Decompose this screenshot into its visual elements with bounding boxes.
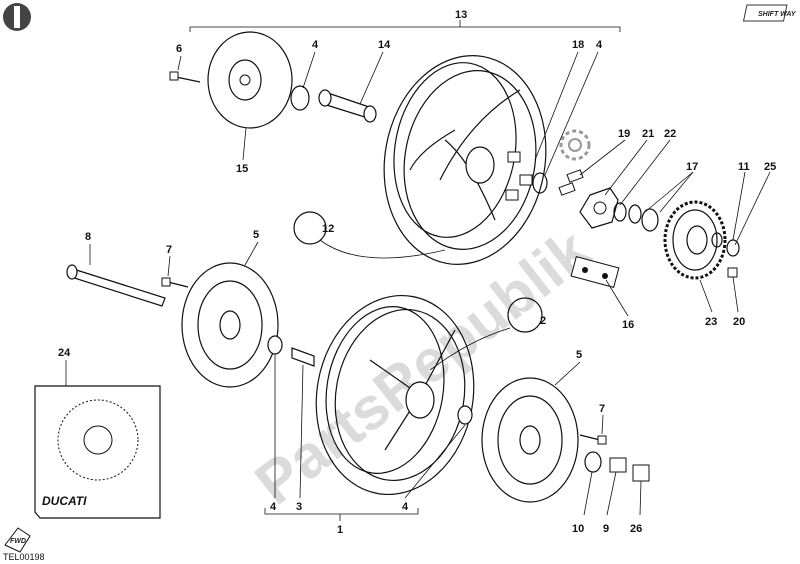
front-brake-disc-right [481, 377, 579, 503]
leader-lines [65, 51, 771, 516]
callout-13: 13 [455, 9, 467, 21]
callout-6: 6 [176, 43, 182, 55]
rear-hub-components [505, 129, 659, 232]
rear-bearing-and-spacer [290, 85, 377, 123]
callout-21: 21 [642, 128, 654, 140]
callout-14: 14 [378, 39, 391, 51]
callout-19: 19 [618, 128, 630, 140]
callout-22: 22 [664, 128, 676, 140]
callout-4-top-right: 4 [596, 39, 603, 51]
valve-detail-2 [429, 297, 543, 371]
front-bearing-right [457, 405, 473, 425]
brand-plate-text: DUCATI [42, 494, 87, 508]
callout-7-left: 7 [166, 244, 172, 256]
callout-10: 10 [572, 523, 584, 535]
fwd-arrow-icon: FWD [4, 527, 31, 553]
callout-25: 25 [764, 161, 776, 173]
front-brake-disc-left [181, 262, 279, 388]
callout-17: 17 [686, 161, 698, 173]
front-spacer-3 [291, 347, 315, 367]
callout-20: 20 [733, 316, 745, 328]
reference-code: TEL00198 [3, 552, 45, 562]
callout-1: 1 [337, 524, 343, 536]
valve-detail-12 [293, 211, 446, 259]
disc-screw-6 [169, 71, 201, 83]
disc-screw-7-right [579, 434, 607, 445]
callout-3: 3 [296, 501, 302, 513]
info-circle-icon [3, 3, 31, 31]
chain-link [570, 256, 620, 288]
front-bearing-10 [584, 451, 602, 473]
front-wheel-group-bracket [264, 508, 419, 521]
spacer-9 [609, 457, 627, 473]
front-bearing-left [267, 335, 283, 355]
callout-12: 12 [322, 223, 334, 235]
callout-24: 24 [58, 347, 71, 359]
rear-sprocket [663, 200, 740, 280]
rear-brake-disc [207, 31, 293, 129]
callout-4-bottom-right: 4 [402, 501, 409, 513]
callout-5-right: 5 [576, 349, 582, 361]
fwd-badge-text: FWD [10, 538, 26, 545]
callout-4-top-left: 4 [312, 39, 319, 51]
cog-icon [559, 129, 591, 161]
corner-badge-text: SHIFT WAY [758, 11, 797, 18]
callout-11: 11 [738, 161, 750, 173]
callout-labels: 13 6 4 14 18 4 15 19 21 22 17 11 25 12 8… [58, 9, 776, 536]
nut-26 [632, 464, 650, 482]
callout-23: 23 [705, 316, 717, 328]
callout-26: 26 [630, 523, 642, 535]
callout-8: 8 [85, 231, 91, 243]
callout-15: 15 [236, 163, 248, 175]
callout-9: 9 [603, 523, 609, 535]
ducati-plate: DUCATI [34, 385, 161, 519]
callout-18: 18 [572, 39, 584, 51]
shift-way-badge: SHIFT WAY [742, 4, 797, 22]
callout-5-left: 5 [253, 229, 259, 241]
front-axle [66, 264, 166, 307]
disc-screw-7-left [161, 277, 189, 288]
callout-4-bottom-left: 4 [270, 501, 277, 513]
callout-2: 2 [540, 315, 546, 327]
rear-wheel-group-bracket [189, 20, 621, 32]
callout-7-right: 7 [599, 403, 605, 415]
callout-16: 16 [622, 319, 634, 331]
